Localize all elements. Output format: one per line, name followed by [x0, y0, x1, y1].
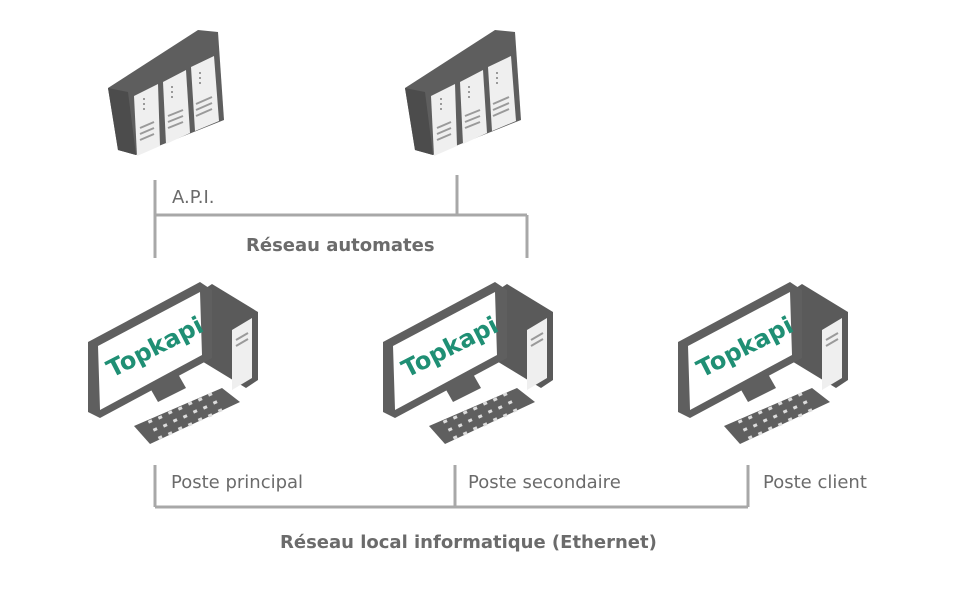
client-station-label: Poste client — [763, 472, 867, 493]
plc-rack-icon-1 — [107, 29, 225, 157]
main-station-label: Poste principal — [171, 472, 303, 493]
workstation-secondary: Topkapi — [382, 281, 554, 445]
lan-label: Réseau local informatique (Ethernet) — [280, 532, 657, 553]
secondary-station-label: Poste secondaire — [468, 472, 621, 493]
plc-label: A.P.I. — [172, 187, 215, 208]
plc-rack-icon-2 — [404, 29, 522, 157]
workstation-client: Topkapi — [677, 281, 849, 445]
plc-network-label: Réseau automates — [246, 235, 435, 256]
plc-network-lines — [153, 175, 529, 258]
workstation-main: Topkapi — [87, 281, 259, 445]
lan-lines — [153, 465, 750, 509]
